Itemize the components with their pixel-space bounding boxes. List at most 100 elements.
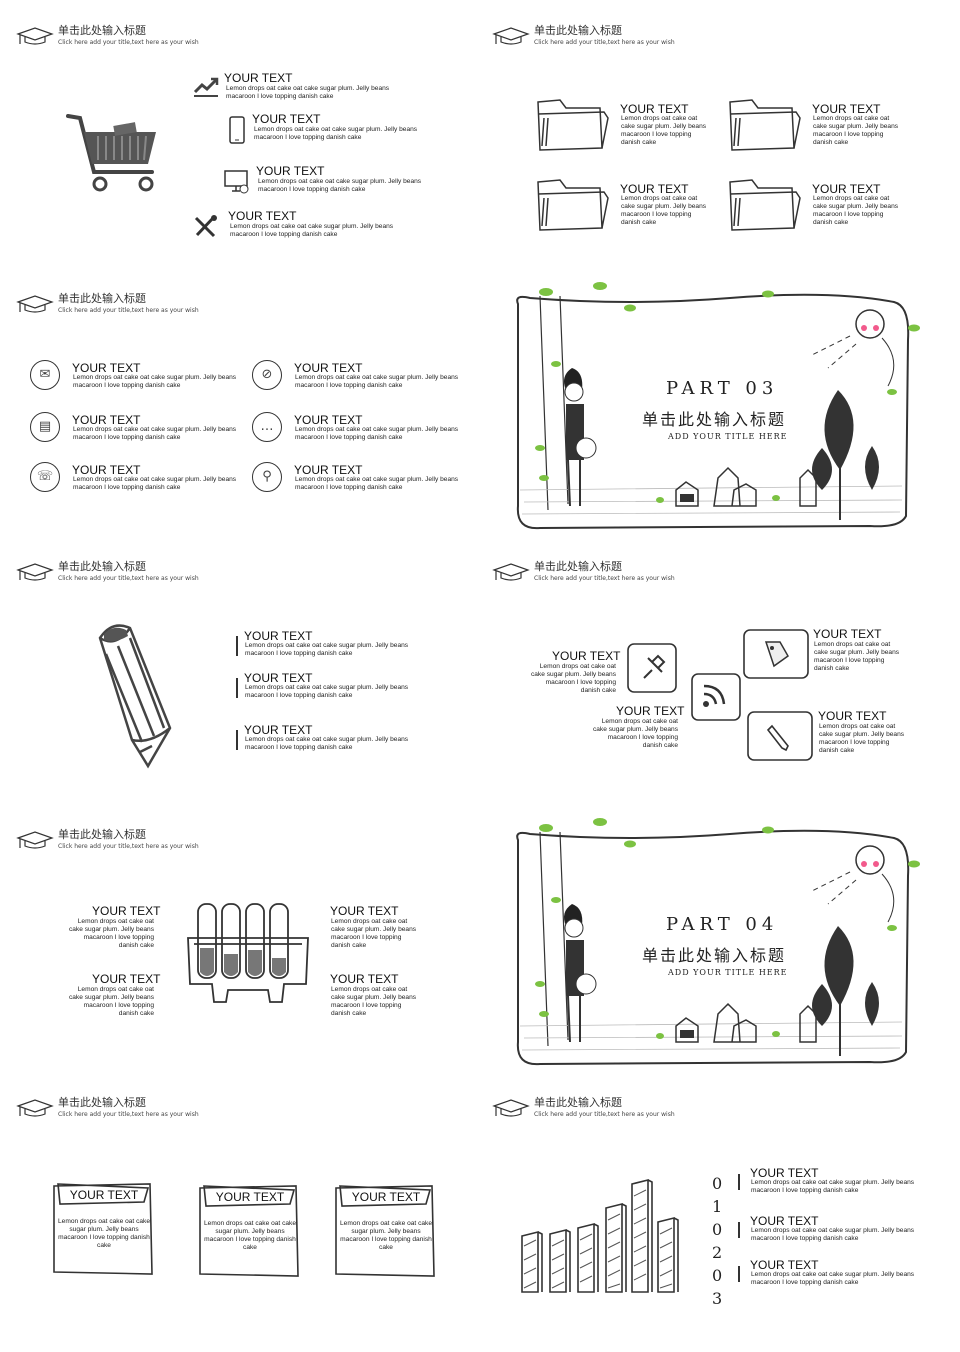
- item-heading[interactable]: YOUR TEXT: [224, 71, 293, 85]
- item-heading[interactable]: YOUR TEXT: [812, 182, 881, 196]
- item-body[interactable]: Lemon drops oat cake oat cake sugar plum…: [73, 476, 237, 491]
- header-subtitle[interactable]: Click here add your title,text here as y…: [58, 39, 199, 46]
- item-body[interactable]: Lemon drops oat cake oat cake sugar plum…: [331, 918, 417, 949]
- item-body[interactable]: Lemon drops oat cake oat cake sugar plum…: [621, 195, 707, 226]
- item-heading[interactable]: YOUR TEXT: [750, 1258, 819, 1272]
- header-subtitle[interactable]: Click here add your title,text here as y…: [534, 575, 675, 582]
- item-heading[interactable]: YOUR TEXT: [92, 904, 161, 918]
- item-heading[interactable]: YOUR TEXT: [620, 102, 689, 116]
- item-heading[interactable]: YOUR TEXT: [330, 904, 399, 918]
- item-heading[interactable]: YOUR TEXT: [244, 723, 313, 737]
- item-body[interactable]: Lemon drops oat cake oat cake sugar plum…: [530, 663, 616, 694]
- graduation-cap-icon: [16, 27, 54, 45]
- item-heading[interactable]: YOUR TEXT: [215, 1190, 285, 1204]
- item-heading[interactable]: YOUR TEXT: [244, 671, 313, 685]
- item-body[interactable]: Lemon drops oat cake oat cake sugar plum…: [230, 223, 394, 238]
- item-body[interactable]: Lemon drops oat cake oat cake sugar plum…: [68, 918, 154, 949]
- item-body[interactable]: Lemon drops oat cake oat cake sugar plum…: [814, 641, 900, 672]
- header-title[interactable]: 单击此处输入标题: [58, 1096, 146, 1109]
- item-heading[interactable]: YOUR TEXT: [72, 463, 141, 477]
- item-heading[interactable]: YOUR TEXT: [818, 709, 887, 723]
- item-heading[interactable]: YOUR TEXT: [330, 972, 399, 986]
- item-body[interactable]: Lemon drops oat cake oat cake sugar plum…: [592, 718, 678, 749]
- folder-icon: [537, 99, 609, 151]
- item-body[interactable]: Lemon drops oat cake oat cake sugar plum…: [254, 126, 418, 141]
- header-subtitle[interactable]: Click here add your title,text here as y…: [58, 1111, 199, 1118]
- divider: [738, 1174, 740, 1190]
- item-body[interactable]: Lemon drops oat cake oat cake sugar plum…: [751, 1271, 915, 1286]
- item-body[interactable]: Lemon drops oat cake oat cake sugar plum…: [295, 374, 459, 389]
- item-heading[interactable]: YOUR TEXT: [294, 413, 363, 427]
- item-body[interactable]: Lemon drops oat cake oat cake sugar plum…: [258, 178, 422, 193]
- item-heading[interactable]: YOUR TEXT: [92, 972, 161, 986]
- digit: 0: [712, 1220, 723, 1239]
- digit: 0: [712, 1266, 723, 1285]
- item-heading[interactable]: YOUR TEXT: [812, 102, 881, 116]
- header-title[interactable]: 单击此处输入标题: [58, 560, 146, 573]
- part-subtitle[interactable]: ADD YOUR TITLE HERE: [668, 968, 788, 977]
- item-body[interactable]: Lemon drops oat cake oat cake sugar plum…: [295, 476, 459, 491]
- item-body[interactable]: Lemon drops oat cake oat cake sugar plum…: [73, 374, 237, 389]
- header-title[interactable]: 单击此处输入标题: [58, 24, 146, 37]
- divider: [236, 730, 238, 750]
- test-tubes-icon: [187, 903, 309, 1003]
- item-heading[interactable]: YOUR TEXT: [620, 182, 689, 196]
- pushpin-tile-icon: [627, 643, 677, 693]
- item-body[interactable]: Lemon drops oat cake oat cake sugar plum…: [751, 1227, 915, 1242]
- item-body[interactable]: Lemon drops oat cake oat cake sugar plum…: [813, 195, 899, 226]
- graduation-cap-icon: [16, 563, 54, 581]
- slide-part-04: PART 04 单击此处输入标题 ADD YOUR TITLE HERE: [480, 804, 960, 1072]
- item-body[interactable]: Lemon drops oat cake oat cake sugar plum…: [819, 723, 905, 754]
- item-heading[interactable]: YOUR TEXT: [72, 413, 141, 427]
- chart-up-icon: [193, 77, 219, 97]
- part-label[interactable]: PART 04: [666, 914, 779, 935]
- item-heading[interactable]: YOUR TEXT: [750, 1166, 819, 1180]
- header-title[interactable]: 单击此处输入标题: [58, 292, 146, 305]
- item-heading[interactable]: YOUR TEXT: [552, 649, 621, 663]
- header-subtitle[interactable]: Click here add your title,text here as y…: [534, 39, 675, 46]
- header-subtitle[interactable]: Click here add your title,text here as y…: [58, 307, 199, 314]
- divider: [738, 1222, 740, 1238]
- item-body[interactable]: Lemon drops oat cake oat cake sugar plum…: [73, 426, 237, 441]
- item-body[interactable]: Lemon drops oat cake oat cake sugar plum…: [226, 85, 390, 100]
- part-title[interactable]: 单击此处输入标题: [642, 410, 787, 429]
- item-heading[interactable]: YOUR TEXT: [228, 209, 297, 223]
- header-title[interactable]: 单击此处输入标题: [58, 828, 146, 841]
- item-heading[interactable]: YOUR TEXT: [256, 164, 325, 178]
- item-heading[interactable]: YOUR TEXT: [750, 1214, 819, 1228]
- item-heading[interactable]: YOUR TEXT: [616, 704, 685, 718]
- item-body[interactable]: Lemon drops oat cake oat cake sugar plum…: [813, 115, 899, 146]
- header-subtitle[interactable]: Click here add your title,text here as y…: [58, 843, 199, 850]
- header-subtitle[interactable]: Click here add your title,text here as y…: [534, 1111, 675, 1118]
- item-body[interactable]: Lemon drops oat cake oat cake sugar plum…: [340, 1220, 433, 1251]
- part-subtitle[interactable]: ADD YOUR TITLE HERE: [668, 432, 788, 441]
- item-body[interactable]: Lemon drops oat cake oat cake sugar plum…: [245, 736, 409, 751]
- header-title[interactable]: 单击此处输入标题: [534, 24, 622, 37]
- part-label[interactable]: PART 03: [666, 378, 779, 399]
- slide-3: 单击此处输入标题 Click here add your title,text …: [0, 268, 480, 536]
- item-heading[interactable]: YOUR TEXT: [294, 361, 363, 375]
- part-title[interactable]: 单击此处输入标题: [642, 946, 787, 965]
- item-body[interactable]: Lemon drops oat cake oat cake sugar plum…: [621, 115, 707, 146]
- item-body[interactable]: Lemon drops oat cake oat cake sugar plum…: [68, 986, 154, 1017]
- chat-icon: …: [252, 412, 282, 442]
- item-body[interactable]: Lemon drops oat cake oat cake sugar plum…: [295, 426, 459, 441]
- item-body[interactable]: Lemon drops oat cake oat cake sugar plum…: [58, 1218, 151, 1249]
- item-body[interactable]: Lemon drops oat cake oat cake sugar plum…: [331, 986, 417, 1017]
- item-heading[interactable]: YOUR TEXT: [252, 112, 321, 126]
- header-subtitle[interactable]: Click here add your title,text here as y…: [58, 575, 199, 582]
- item-body[interactable]: Lemon drops oat cake oat cake sugar plum…: [245, 642, 409, 657]
- item-heading[interactable]: YOUR TEXT: [813, 627, 882, 641]
- item-heading[interactable]: YOUR TEXT: [244, 629, 313, 643]
- slide-10: 单击此处输入标题 Click here add your title,text …: [480, 1072, 960, 1340]
- item-heading[interactable]: YOUR TEXT: [69, 1188, 139, 1202]
- header-title[interactable]: 单击此处输入标题: [534, 560, 622, 573]
- item-heading[interactable]: YOUR TEXT: [72, 361, 141, 375]
- header-title[interactable]: 单击此处输入标题: [534, 1096, 622, 1109]
- item-heading[interactable]: YOUR TEXT: [351, 1190, 421, 1204]
- item-body[interactable]: Lemon drops oat cake oat cake sugar plum…: [204, 1220, 297, 1251]
- item-body[interactable]: Lemon drops oat cake oat cake sugar plum…: [751, 1179, 915, 1194]
- item-heading[interactable]: YOUR TEXT: [294, 463, 363, 477]
- item-body[interactable]: Lemon drops oat cake oat cake sugar plum…: [245, 684, 409, 699]
- pin-icon: ⚲: [252, 462, 282, 492]
